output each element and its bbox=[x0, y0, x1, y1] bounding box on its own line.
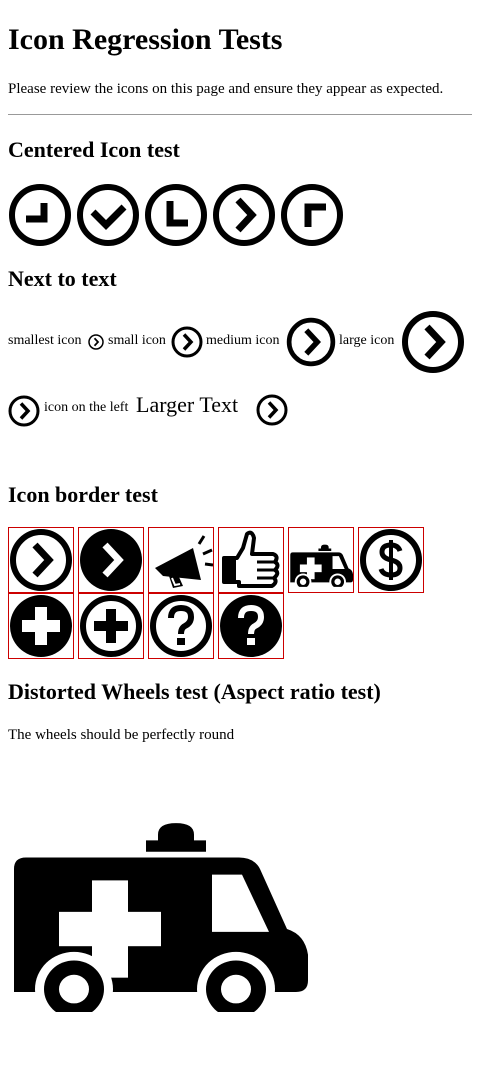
icon-box bbox=[148, 593, 214, 659]
icon-box bbox=[358, 527, 424, 593]
chevron-right-ring-icon bbox=[212, 183, 276, 247]
icon-box bbox=[8, 593, 74, 659]
divider bbox=[8, 114, 472, 115]
plus-filled-icon bbox=[9, 594, 73, 658]
label-smallest-icon: smallest icon bbox=[8, 333, 82, 348]
icon-box bbox=[288, 527, 354, 593]
intro-text: Please review the icons on this page and… bbox=[8, 81, 444, 97]
thumbs-up-icon bbox=[219, 528, 283, 592]
icon-box bbox=[148, 527, 214, 593]
label-small-icon: small icon bbox=[108, 333, 166, 348]
checkmark-ring-icon bbox=[76, 183, 140, 247]
section-title-centered: Centered Icon test bbox=[8, 137, 180, 162]
chevron-right-ring-icon bbox=[8, 395, 40, 427]
chevron-down-left-ring-icon bbox=[8, 183, 72, 247]
chevron-right-ring-icon bbox=[401, 310, 465, 374]
icon-box bbox=[78, 593, 144, 659]
question-ring-icon bbox=[149, 594, 213, 658]
chevron-up-left-ring-icon bbox=[280, 183, 344, 247]
chevron-down-left-outline-ring-icon bbox=[144, 183, 208, 247]
icon-box bbox=[78, 527, 144, 593]
label-larger-text: Larger Text bbox=[136, 392, 239, 417]
section-title-border: Icon border test bbox=[8, 482, 158, 507]
icon-box bbox=[218, 593, 284, 659]
icon-box bbox=[8, 527, 74, 593]
section-title-distorted: Distorted Wheels test (Aspect ratio test… bbox=[8, 679, 381, 704]
chevron-right-ring-icon bbox=[88, 334, 104, 350]
icon-box bbox=[218, 527, 284, 593]
ambulance-icon bbox=[8, 806, 308, 1012]
dollar-ring-icon bbox=[359, 528, 423, 592]
chevron-right-filled-icon bbox=[79, 528, 143, 592]
chevron-right-ring-icon bbox=[256, 394, 288, 426]
label-medium-icon: medium icon bbox=[206, 333, 280, 348]
plus-ring-icon bbox=[79, 594, 143, 658]
label-large-icon: large icon bbox=[339, 333, 395, 348]
chevron-right-ring-icon bbox=[286, 317, 336, 367]
section-title-next-to-text: Next to text bbox=[8, 266, 117, 291]
question-filled-icon bbox=[219, 594, 283, 658]
page-title: Icon Regression Tests bbox=[8, 23, 283, 56]
ambulance-icon bbox=[290, 544, 353, 587]
label-icon-on-the-left: icon on the left bbox=[44, 400, 129, 415]
chevron-right-ring-icon bbox=[171, 326, 203, 358]
distorted-note: The wheels should be perfectly round bbox=[8, 727, 235, 743]
megaphone-icon bbox=[149, 528, 213, 592]
chevron-right-ring-icon bbox=[9, 528, 73, 592]
